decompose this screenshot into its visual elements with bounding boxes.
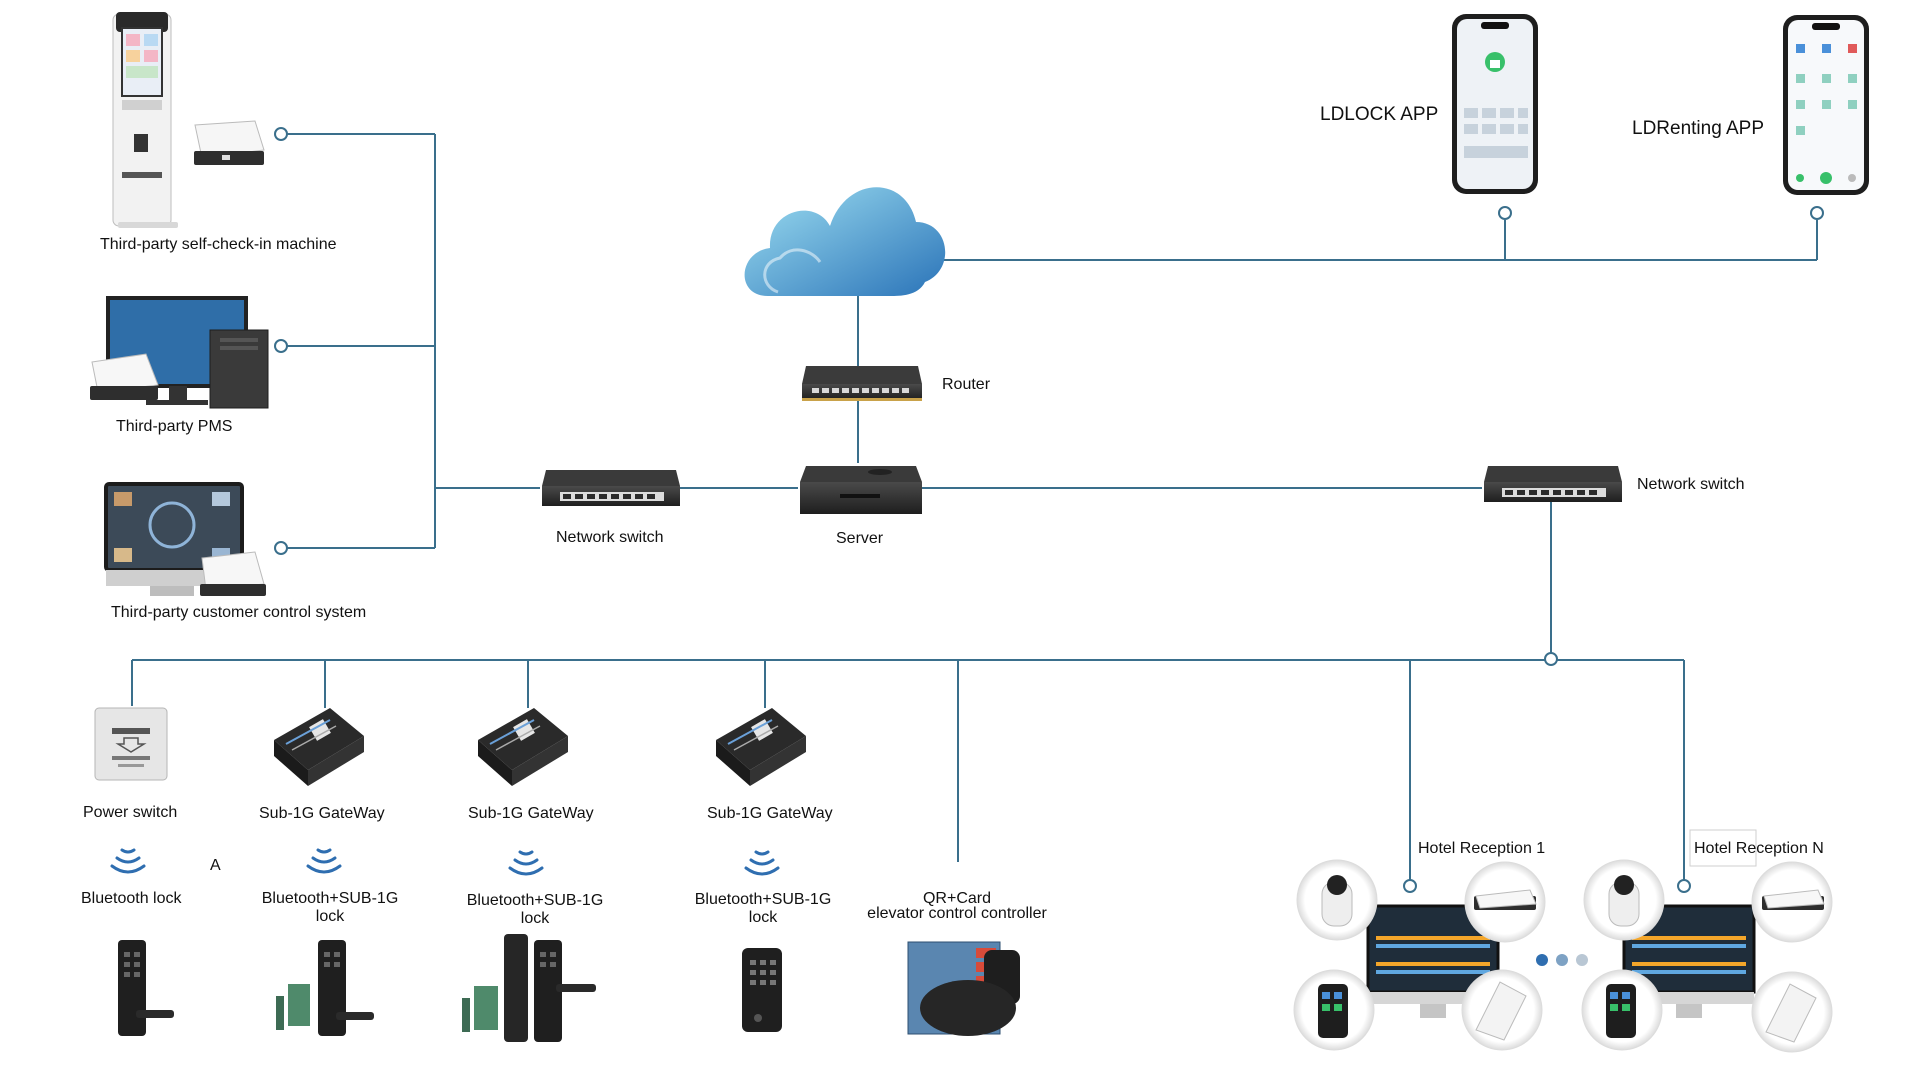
server-icon <box>800 466 922 514</box>
stray-letter-label: A <box>210 857 221 874</box>
wifi-icon <box>306 848 342 874</box>
router-label: Router <box>942 376 991 393</box>
gateway-2-label: Sub-1G GateWay <box>468 805 594 822</box>
gateway-1-icon <box>274 708 364 786</box>
carousel-dots <box>1536 954 1588 966</box>
reception-n-label-box <box>1689 829 1757 867</box>
network-switch-left-label: Network switch <box>556 529 664 546</box>
wifi-icon <box>744 850 780 876</box>
ldlock-app-label: LDLOCK APP <box>1320 104 1439 125</box>
connection-lines <box>131 133 1818 880</box>
ldlock-phone-icon <box>1452 14 1538 194</box>
network-switch-right-icon <box>1484 466 1622 502</box>
network-switch-right-label: Network switch <box>1637 476 1745 493</box>
gateway-2-icon <box>478 708 568 786</box>
router-icon <box>802 366 922 401</box>
connector-nodes <box>274 127 1824 893</box>
bluetooth-lock-icon <box>118 940 174 1036</box>
ldrenting-app-label: LDRenting APP <box>1632 118 1765 139</box>
control-system-computer-icon <box>104 482 266 596</box>
cloud-icon <box>744 187 946 296</box>
server-label: Server <box>836 530 884 547</box>
hotel-reception-1-label: Hotel Reception 1 <box>1418 840 1546 857</box>
hotel-reception-n-cluster-icon <box>1581 859 1833 1053</box>
bluetooth-subg-lock-2-icon <box>462 934 596 1042</box>
ldrenting-phone-icon <box>1783 15 1869 195</box>
pms-computer-icon <box>90 296 269 409</box>
power-switch-icon <box>94 707 168 781</box>
control-system-label: Third-party customer control system <box>111 604 367 621</box>
wifi-icon <box>110 848 146 874</box>
power-switch-label: Power switch <box>83 804 178 821</box>
gateway-1-label: Sub-1G GateWay <box>259 805 385 822</box>
gateway-3-label: Sub-1G GateWay <box>707 805 833 822</box>
card-reader-icon <box>194 120 265 165</box>
self-check-in-kiosk-icon <box>112 12 178 228</box>
hotel-reception-1-cluster-icon <box>1293 859 1546 1051</box>
gateway-3-icon <box>716 708 806 786</box>
wifi-icon <box>508 850 544 876</box>
bluetooth-subg-lock-1-icon <box>276 940 374 1036</box>
elevator-controller-icon <box>907 941 1020 1036</box>
bluetooth-subg-lock-3-icon <box>742 948 782 1032</box>
network-switch-left-icon <box>542 470 680 506</box>
pms-label: Third-party PMS <box>116 418 233 435</box>
bluetooth-lock-label: Bluetooth lock <box>81 890 182 907</box>
hotel-reception-n-label: Hotel Reception N <box>1694 840 1824 857</box>
self-check-in-label: Third-party self-check-in machine <box>100 236 337 253</box>
